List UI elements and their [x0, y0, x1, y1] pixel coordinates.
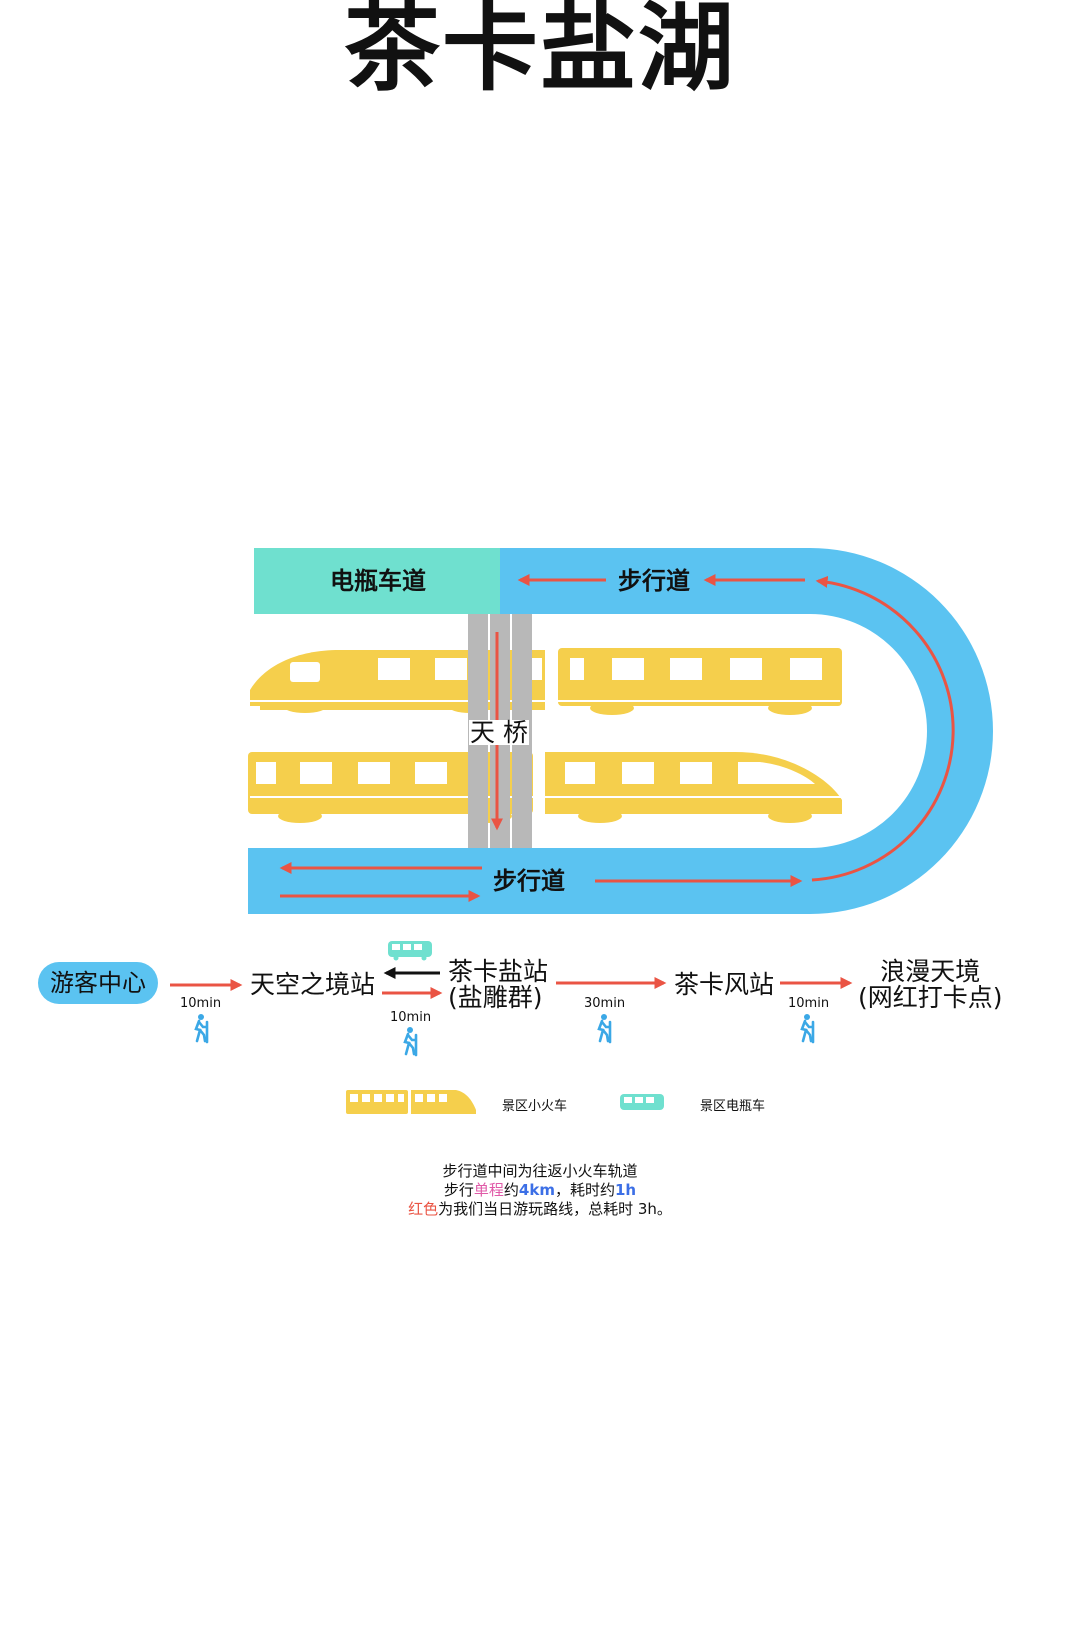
- station-wind: 茶卡风站: [674, 970, 775, 999]
- page-title: 茶卡盐湖: [344, 0, 736, 104]
- note-line-3: 红色为我们当日游玩路线，总耗时 3h。: [408, 1200, 672, 1218]
- ebike-lane-label: 电瓶车道: [330, 567, 426, 595]
- legend-ebike-label: 景区电瓶车: [700, 1099, 766, 1114]
- walkway-top-label: 步行道: [618, 567, 690, 595]
- bridge-label: 天 桥: [469, 718, 529, 747]
- station-salt: 茶卡盐站 (盐雕群): [448, 957, 549, 1013]
- legend-train-label: 景区小火车: [502, 1099, 568, 1114]
- visitor-center-badge: 游客中心: [38, 962, 158, 1004]
- bus-icon: [388, 941, 432, 961]
- legend-train-icon: [346, 1090, 476, 1114]
- legend-bus-icon: [620, 1094, 664, 1110]
- hiker-icon: [403, 1025, 418, 1057]
- station-salt-name: 茶卡盐站: [448, 957, 549, 986]
- station-salt-sub: (盐雕群): [448, 983, 543, 1013]
- hiker-icon: [194, 1012, 209, 1044]
- hiker-icon: [597, 1012, 612, 1044]
- time-label: 10min: [390, 1010, 432, 1025]
- time-label: 10min: [180, 996, 222, 1011]
- station-romantic-sub: (网红打卡点): [858, 983, 1003, 1013]
- note-line-2: 步行单程约4km，耗时约1h: [443, 1181, 637, 1199]
- time-label: 30min: [584, 996, 626, 1011]
- hiker-icon: [800, 1012, 815, 1044]
- station-romantic-name: 浪漫天境: [880, 957, 981, 986]
- route-arrows: [279, 574, 955, 902]
- notes: 步行道中间为往返小火车轨道 步行单程约4km，耗时约1h 红色为我们当日游玩路线…: [0, 1162, 1080, 1219]
- note-line-1: 步行道中间为往返小火车轨道: [442, 1162, 638, 1180]
- ebike-lane: [254, 548, 500, 614]
- route-line-arrows: [170, 977, 853, 999]
- walkway-bottom-label: 步行道: [493, 867, 565, 895]
- station-romantic: 浪漫天境 (网红打卡点): [858, 957, 1003, 1013]
- time-label: 10min: [788, 996, 830, 1011]
- station-sky-mirror: 天空之境站: [250, 970, 376, 999]
